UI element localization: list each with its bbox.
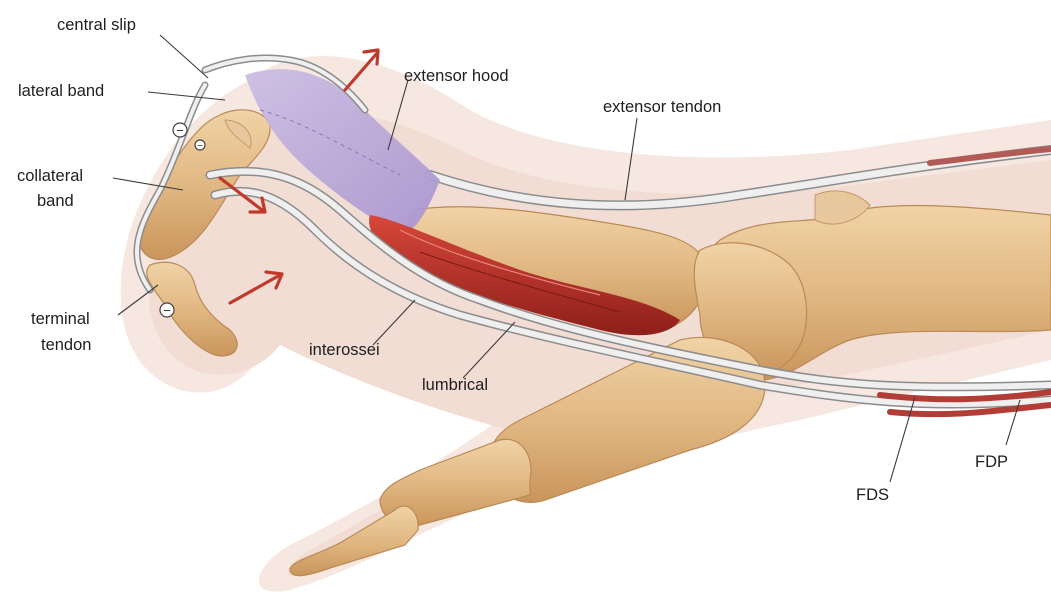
minus-sign-lower: − [160, 303, 174, 318]
minus-sign-upper: − [173, 123, 187, 138]
label-terminal-line1: terminal [31, 310, 90, 328]
label-interossei: interossei [309, 341, 380, 359]
label-extensor-hood: extensor hood [404, 67, 509, 85]
label-terminal-line2: tendon [41, 336, 91, 354]
label-collateral-line2: band [37, 192, 74, 210]
label-fds: FDS [856, 486, 889, 504]
label-fdp: FDP [975, 453, 1008, 471]
label-central-slip: central slip [57, 16, 136, 34]
svg-text:−: − [176, 123, 184, 138]
label-lumbrical: lumbrical [422, 376, 488, 394]
svg-text:−: − [163, 303, 171, 318]
label-extensor-tendon: extensor tendon [603, 98, 721, 116]
svg-text:−: − [197, 141, 203, 152]
label-lateral-band: lateral band [18, 82, 104, 100]
label-collateral-line1: collateral [17, 167, 83, 185]
